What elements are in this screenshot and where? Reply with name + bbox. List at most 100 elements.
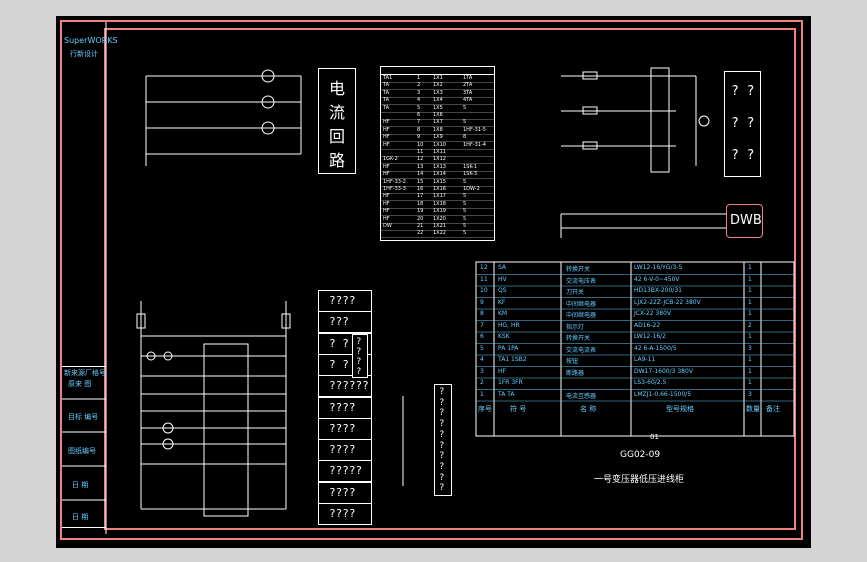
terminal-cell: 20 bbox=[417, 215, 424, 222]
parts-cell: TA1 1SB2 bbox=[498, 356, 527, 363]
terminal-cell: 13 bbox=[417, 163, 424, 170]
dwb-box: DWB bbox=[726, 204, 763, 238]
terminal-cell: 1SK-3 bbox=[463, 171, 478, 178]
terminal-cell: 5 bbox=[463, 208, 467, 215]
terminal-cell: TA bbox=[383, 97, 390, 104]
parts-cell: 7 bbox=[480, 321, 484, 329]
parts-cell: 1 bbox=[748, 275, 752, 283]
rtq-3: ? ? bbox=[731, 148, 755, 163]
parts-cell: 42 6-A-1500/5 bbox=[634, 344, 677, 352]
narrow-question-text: ? bbox=[439, 483, 445, 494]
parts-cell: 2 bbox=[480, 379, 484, 386]
terminal-cell: 1HF-31-4 bbox=[463, 141, 486, 148]
page-mark: 01 bbox=[650, 433, 659, 441]
terminal-cell: 10 bbox=[417, 141, 424, 148]
terminal-cell: HF bbox=[383, 193, 390, 200]
drawing-title: 一号变压器低压进线柜 bbox=[594, 475, 685, 485]
parts-cell: SA bbox=[498, 264, 507, 271]
parts-cell: 8 bbox=[480, 310, 484, 317]
parts-cell: DW17-1600/3 380V bbox=[634, 367, 693, 375]
terminal-cell: HF bbox=[383, 126, 390, 133]
mid-question-text: ???? bbox=[329, 507, 356, 520]
terminal-cell: 1X15 bbox=[433, 178, 446, 185]
terminal-cell: 1X14 bbox=[433, 171, 446, 178]
terminal-cell: 1X19 bbox=[433, 208, 446, 215]
terminal-cell: 1X17 bbox=[433, 193, 446, 200]
parts-cell: 1 bbox=[748, 367, 752, 375]
parts-cell: HF bbox=[498, 367, 506, 375]
parts-header-cell: 符 号 bbox=[510, 405, 527, 413]
parts-cell: HV bbox=[498, 275, 507, 283]
terminal-cell: 4TA bbox=[463, 97, 473, 104]
inner-frame bbox=[104, 28, 796, 530]
brand-sub-label: 行新设计 bbox=[70, 50, 98, 58]
mid-question-text: ? ? bbox=[329, 336, 349, 350]
outer-frame bbox=[60, 20, 803, 540]
parts-header-cell: 数量 bbox=[746, 405, 760, 413]
terminal-cell: 5 bbox=[463, 230, 467, 237]
terminal-cell: 4 bbox=[417, 97, 421, 104]
terminal-cell: TA bbox=[383, 104, 390, 111]
terminal-cell: 5 bbox=[463, 119, 467, 126]
terminal-cell: 11 bbox=[417, 149, 424, 155]
parts-cell: 1 bbox=[748, 356, 752, 363]
terminal-cell: 5 bbox=[463, 178, 467, 185]
mid-question-text: ???? bbox=[329, 485, 356, 499]
narrow-question-text: ? bbox=[439, 419, 445, 430]
terminal-cell: 5 bbox=[463, 104, 467, 111]
narrow-question-text: ? bbox=[439, 397, 445, 408]
narrow-question-text: ? bbox=[439, 387, 445, 397]
parts-cell: 5 bbox=[480, 344, 484, 352]
parts-cell: KF bbox=[498, 298, 506, 306]
terminal-cell: 9 bbox=[417, 134, 421, 141]
side-cell-2: 原来 图 bbox=[68, 380, 92, 388]
parts-cell: LA9-11 bbox=[634, 356, 656, 363]
parts-cell: 1 bbox=[748, 287, 752, 294]
terminal-cell: 1DW-2 bbox=[463, 186, 480, 192]
terminal-cell: 8 bbox=[417, 126, 421, 133]
mid-question-text: ? ? bbox=[329, 357, 349, 371]
terminal-cell: 12 bbox=[417, 156, 424, 163]
parts-cell: 指示灯 bbox=[566, 323, 585, 331]
terminal-cell: 1X22 bbox=[433, 230, 446, 237]
side-cell-5: 日 期 bbox=[72, 481, 89, 489]
mid-question-text: ???? bbox=[329, 443, 356, 457]
terminal-cell: 16 bbox=[417, 186, 424, 192]
side-cell-1: 新来源厂格号 bbox=[64, 369, 106, 377]
mid-question-text: ?????? bbox=[329, 379, 369, 393]
terminal-cell: 1HF-31-5 bbox=[463, 126, 486, 133]
parts-cell: 3 bbox=[748, 390, 752, 398]
narrow-question-text: ? bbox=[439, 461, 445, 472]
mid-question-box: ???? bbox=[318, 417, 372, 440]
terminal-cell: 1X6 bbox=[433, 112, 443, 118]
terminal-cell: 1X3 bbox=[433, 89, 443, 96]
parts-cell: 交流电压表 bbox=[566, 277, 597, 285]
mid-question-text: ????? bbox=[329, 464, 363, 478]
terminal-cell: HF bbox=[383, 134, 390, 141]
schematic-wiring bbox=[62, 22, 795, 534]
terminal-cell: 5 bbox=[463, 215, 467, 222]
right-top-question-box: ? ? ? ? ? ? bbox=[724, 71, 761, 177]
terminal-cell: 3TA bbox=[463, 89, 473, 96]
parts-cell: LJX2-22Z-JCB-22 380V bbox=[634, 298, 701, 306]
mid-question-box: ?????? bbox=[318, 375, 372, 398]
parts-cell: LW12-16/YG/3-5 bbox=[634, 264, 683, 271]
mid-question-text: ??? bbox=[329, 315, 349, 329]
terminal-cell: 1X2 bbox=[433, 82, 443, 89]
mnq-2: ? bbox=[356, 347, 362, 357]
parts-cell: KSK bbox=[498, 333, 510, 340]
terminal-cell: 1 bbox=[417, 75, 421, 81]
terminal-cell: 2TA bbox=[463, 82, 473, 89]
mid-question-box: ???? bbox=[318, 290, 372, 312]
terminal-cell: 3 bbox=[417, 89, 421, 96]
parts-cell: 交流电流表 bbox=[566, 346, 597, 354]
parts-cell: 2 bbox=[748, 321, 752, 329]
